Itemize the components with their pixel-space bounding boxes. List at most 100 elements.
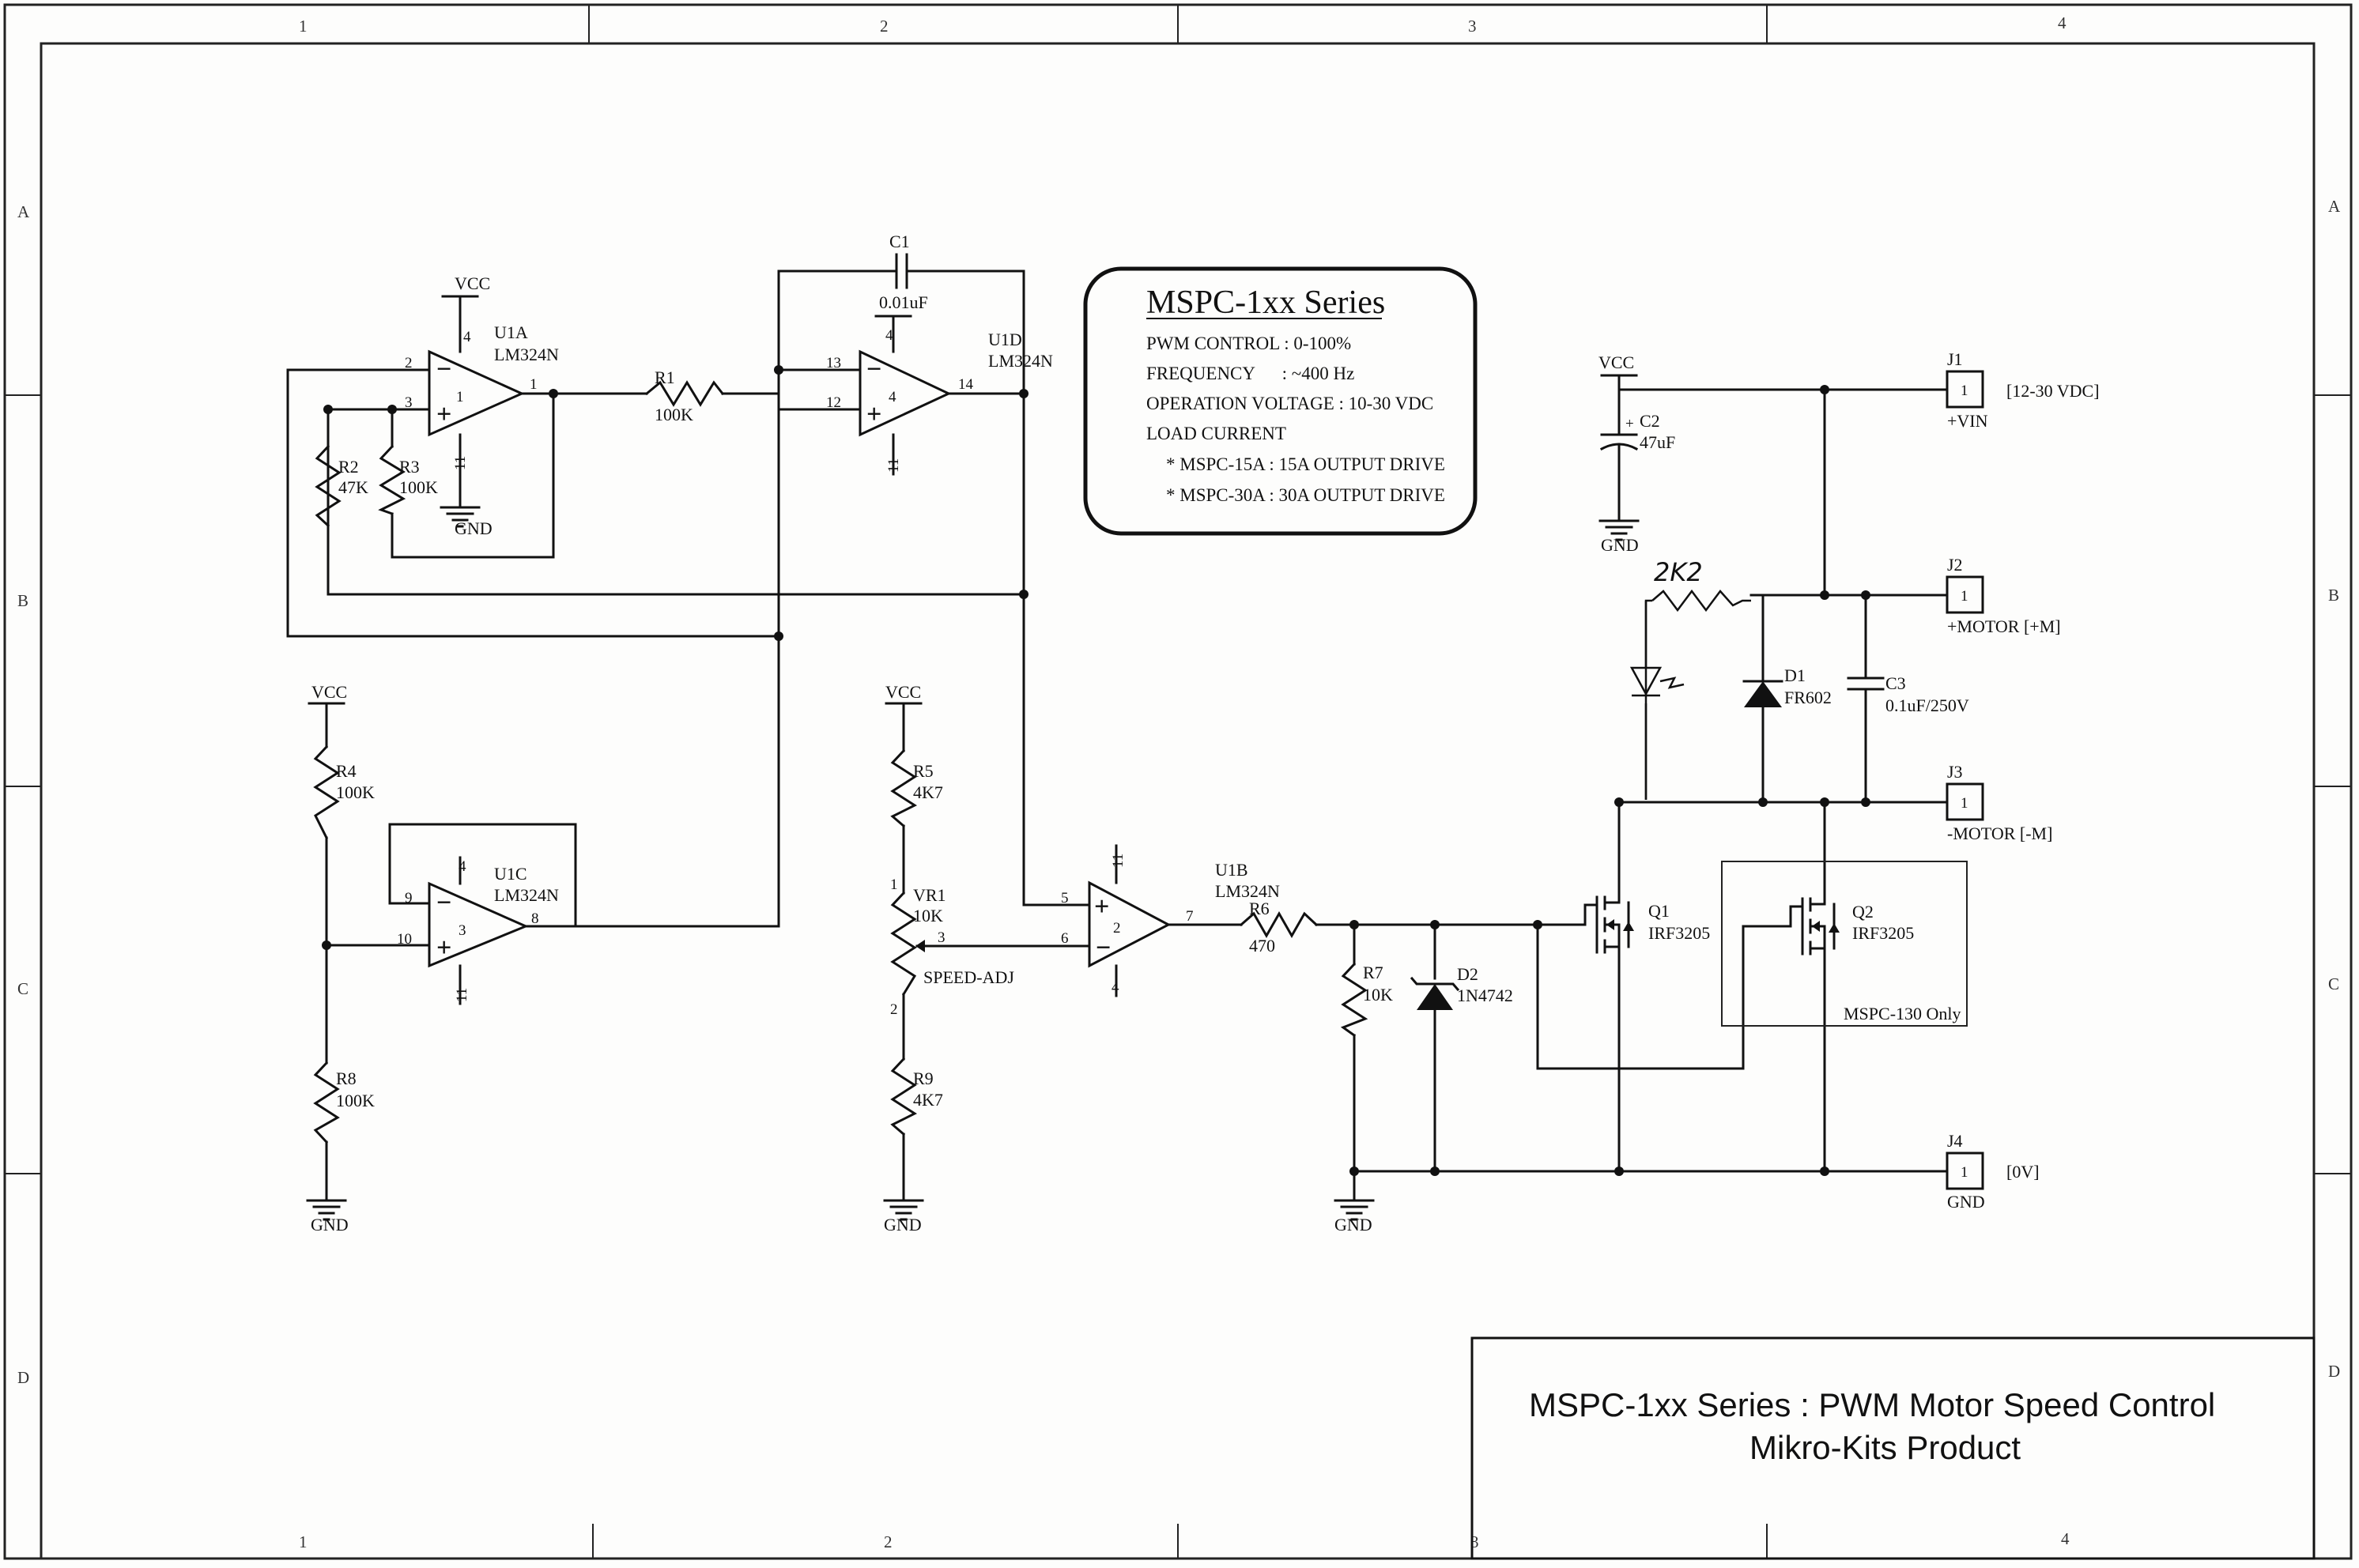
- resistor-r3: R3 100K: [378, 444, 438, 515]
- opamp-u1d: − + 4 13 12 14 4 11 U1D LM324N: [826, 327, 1053, 473]
- u1d-pin-14: 14: [958, 376, 974, 393]
- row-label-right-c: C: [2328, 974, 2339, 993]
- u1b-ref: U1B: [1215, 860, 1248, 880]
- spec-frequency: FREQUENCY : ~400 Hz: [1146, 364, 1354, 383]
- r8-ref: R8: [336, 1069, 357, 1088]
- u1a-part: LM324N: [494, 345, 559, 364]
- vr1-pin-1: 1: [890, 876, 898, 893]
- wires: [286, 270, 1949, 1191]
- gnd-label-u1a: GND: [455, 518, 493, 538]
- resistor-r8: R8 100K: [313, 1061, 375, 1144]
- connector-j3: 1 J3 -MOTOR [-M]: [1946, 762, 2052, 843]
- u1a-plus-sign: +: [436, 400, 451, 429]
- j4-name: GND: [1947, 1192, 1985, 1212]
- vr1-ref: VR1: [913, 885, 946, 905]
- j4-ref: J4: [1947, 1131, 1963, 1151]
- u1c-minus-sign: −: [436, 888, 451, 918]
- j2-name: +MOTOR [+M]: [1947, 616, 2061, 636]
- capacitor-c3: C3 0.1uF/250V: [1847, 673, 1969, 715]
- resistor-r5: R5 4K7: [890, 748, 943, 828]
- u1c-pin-4: 4: [459, 858, 466, 875]
- spec-mspc-30a: * MSPC-30A : 30A OUTPUT DRIVE: [1166, 485, 1445, 505]
- u1c-pin-9: 9: [405, 890, 413, 906]
- mosfet-q1: Q1 IRF3205: [1583, 895, 1710, 954]
- handwritten-led-addition: 2K2: [1629, 557, 1703, 697]
- c1-ref: C1: [889, 232, 910, 251]
- c3-ref: C3: [1885, 673, 1906, 693]
- r3-value: 100K: [399, 477, 438, 497]
- row-label-right-a: A: [2328, 197, 2341, 216]
- d1-ref: D1: [1784, 665, 1806, 685]
- u1a-pin-1: 1: [530, 376, 538, 393]
- u1b-pin-5: 5: [1061, 890, 1069, 906]
- potentiometer-vr1: 1 2 3 VR1 10K SPEED-ADJ: [890, 876, 1014, 1018]
- u1d-minus-sign: −: [866, 355, 881, 384]
- r4-ref: R4: [336, 761, 357, 781]
- gnd-label-c2: GND: [1601, 535, 1639, 555]
- connector-j1: 1 J1 +VIN [12-30 VDC]: [1946, 349, 2100, 431]
- r1-value: 100K: [655, 405, 693, 424]
- u1b-pin-7: 7: [1186, 908, 1194, 925]
- spec-operation-voltage: OPERATION VOLTAGE : 10-30 VDC: [1146, 394, 1433, 413]
- vr1-pin-3: 3: [938, 929, 945, 946]
- col-label-top-1: 1: [299, 17, 308, 36]
- c3-value: 0.1uF/250V: [1885, 695, 1969, 715]
- j3-pin: 1: [1961, 795, 1968, 812]
- resistor-r1: R1 100K: [644, 368, 725, 424]
- u1c-ref: U1C: [494, 864, 527, 884]
- u1a-ref: U1A: [494, 322, 528, 342]
- j2-ref: J2: [1947, 555, 1963, 575]
- gnd-label-r9: GND: [884, 1215, 922, 1234]
- u1b-unit: 2: [1113, 920, 1121, 937]
- zone-labels: 1 2 3 4 1 2 3 4 A B C D A B C D: [17, 13, 2341, 1551]
- q2-ref: Q2: [1852, 902, 1874, 922]
- capacitor-c2: + C2 47uF: [1599, 411, 1675, 460]
- connector-j2: 1 J2 +MOTOR [+M]: [1946, 555, 2061, 636]
- title-block: MSPC-1xx Series : PWM Motor Speed Contro…: [1470, 1336, 2316, 1560]
- opamp-u1a: − + 1 2 3 1 4 11 U1A LM324N: [405, 322, 559, 470]
- r5-ref: R5: [913, 761, 934, 781]
- u1c-pin-11: 11: [454, 988, 470, 1002]
- spec-pwm-control: PWM CONTROL : 0-100%: [1146, 334, 1351, 353]
- vcc-label-c2: VCC: [1598, 352, 1634, 372]
- u1b-pin-6: 6: [1061, 930, 1069, 947]
- col-label-bottom-1: 1: [299, 1532, 308, 1551]
- u1d-pin-12: 12: [826, 394, 841, 411]
- j4-pin: 1: [1961, 1164, 1968, 1181]
- vcc-label-u1a: VCC: [455, 273, 490, 293]
- resistor-r2: R2 47K: [315, 444, 368, 596]
- j1-pin: 1: [1961, 383, 1968, 399]
- r9-ref: R9: [913, 1069, 934, 1088]
- diode-d1: D1 FR602: [1742, 665, 1832, 707]
- j2-pin: 1: [1961, 588, 1968, 605]
- q1-value: IRF3205: [1648, 923, 1710, 943]
- u1b-minus-sign: −: [1096, 933, 1111, 963]
- gnd-label-r8: GND: [311, 1215, 349, 1234]
- resistor-r6: R6 470: [1239, 899, 1319, 956]
- j3-ref: J3: [1947, 762, 1963, 782]
- c1-value: 0.01uF: [879, 292, 928, 312]
- spec-load-current: LOAD CURRENT: [1146, 424, 1286, 443]
- j4-note: [0V]: [2006, 1162, 2040, 1182]
- zener-diode-d2: D2 1N4742: [1410, 964, 1513, 1010]
- title-block-line-1: MSPC-1xx Series : PWM Motor Speed Contro…: [1529, 1386, 2215, 1423]
- spec-box: MSPC-1xx Series PWM CONTROL : 0-100% FRE…: [1083, 266, 1478, 536]
- r6-value: 470: [1249, 936, 1275, 956]
- u1b-part: LM324N: [1215, 881, 1280, 901]
- row-label-left-b: B: [17, 591, 28, 610]
- col-label-top-2: 2: [880, 17, 889, 36]
- u1d-ref: U1D: [988, 330, 1022, 349]
- u1a-minus-sign: −: [436, 355, 451, 384]
- r4-value: 100K: [336, 782, 375, 802]
- j1-ref: J1: [1947, 349, 1963, 369]
- mspc-130-only-label: MSPC-130 Only: [1844, 1004, 1961, 1023]
- q2-value: IRF3205: [1852, 923, 1914, 943]
- vcc-label-r5: VCC: [885, 682, 921, 702]
- u1b-plus-sign: +: [1094, 892, 1109, 922]
- u1c-unit: 3: [459, 922, 466, 939]
- c2-value: 47uF: [1640, 432, 1675, 452]
- r6-ref: R6: [1249, 899, 1270, 918]
- r2-ref: R2: [338, 457, 359, 477]
- col-label-bottom-3: 3: [1470, 1532, 1479, 1551]
